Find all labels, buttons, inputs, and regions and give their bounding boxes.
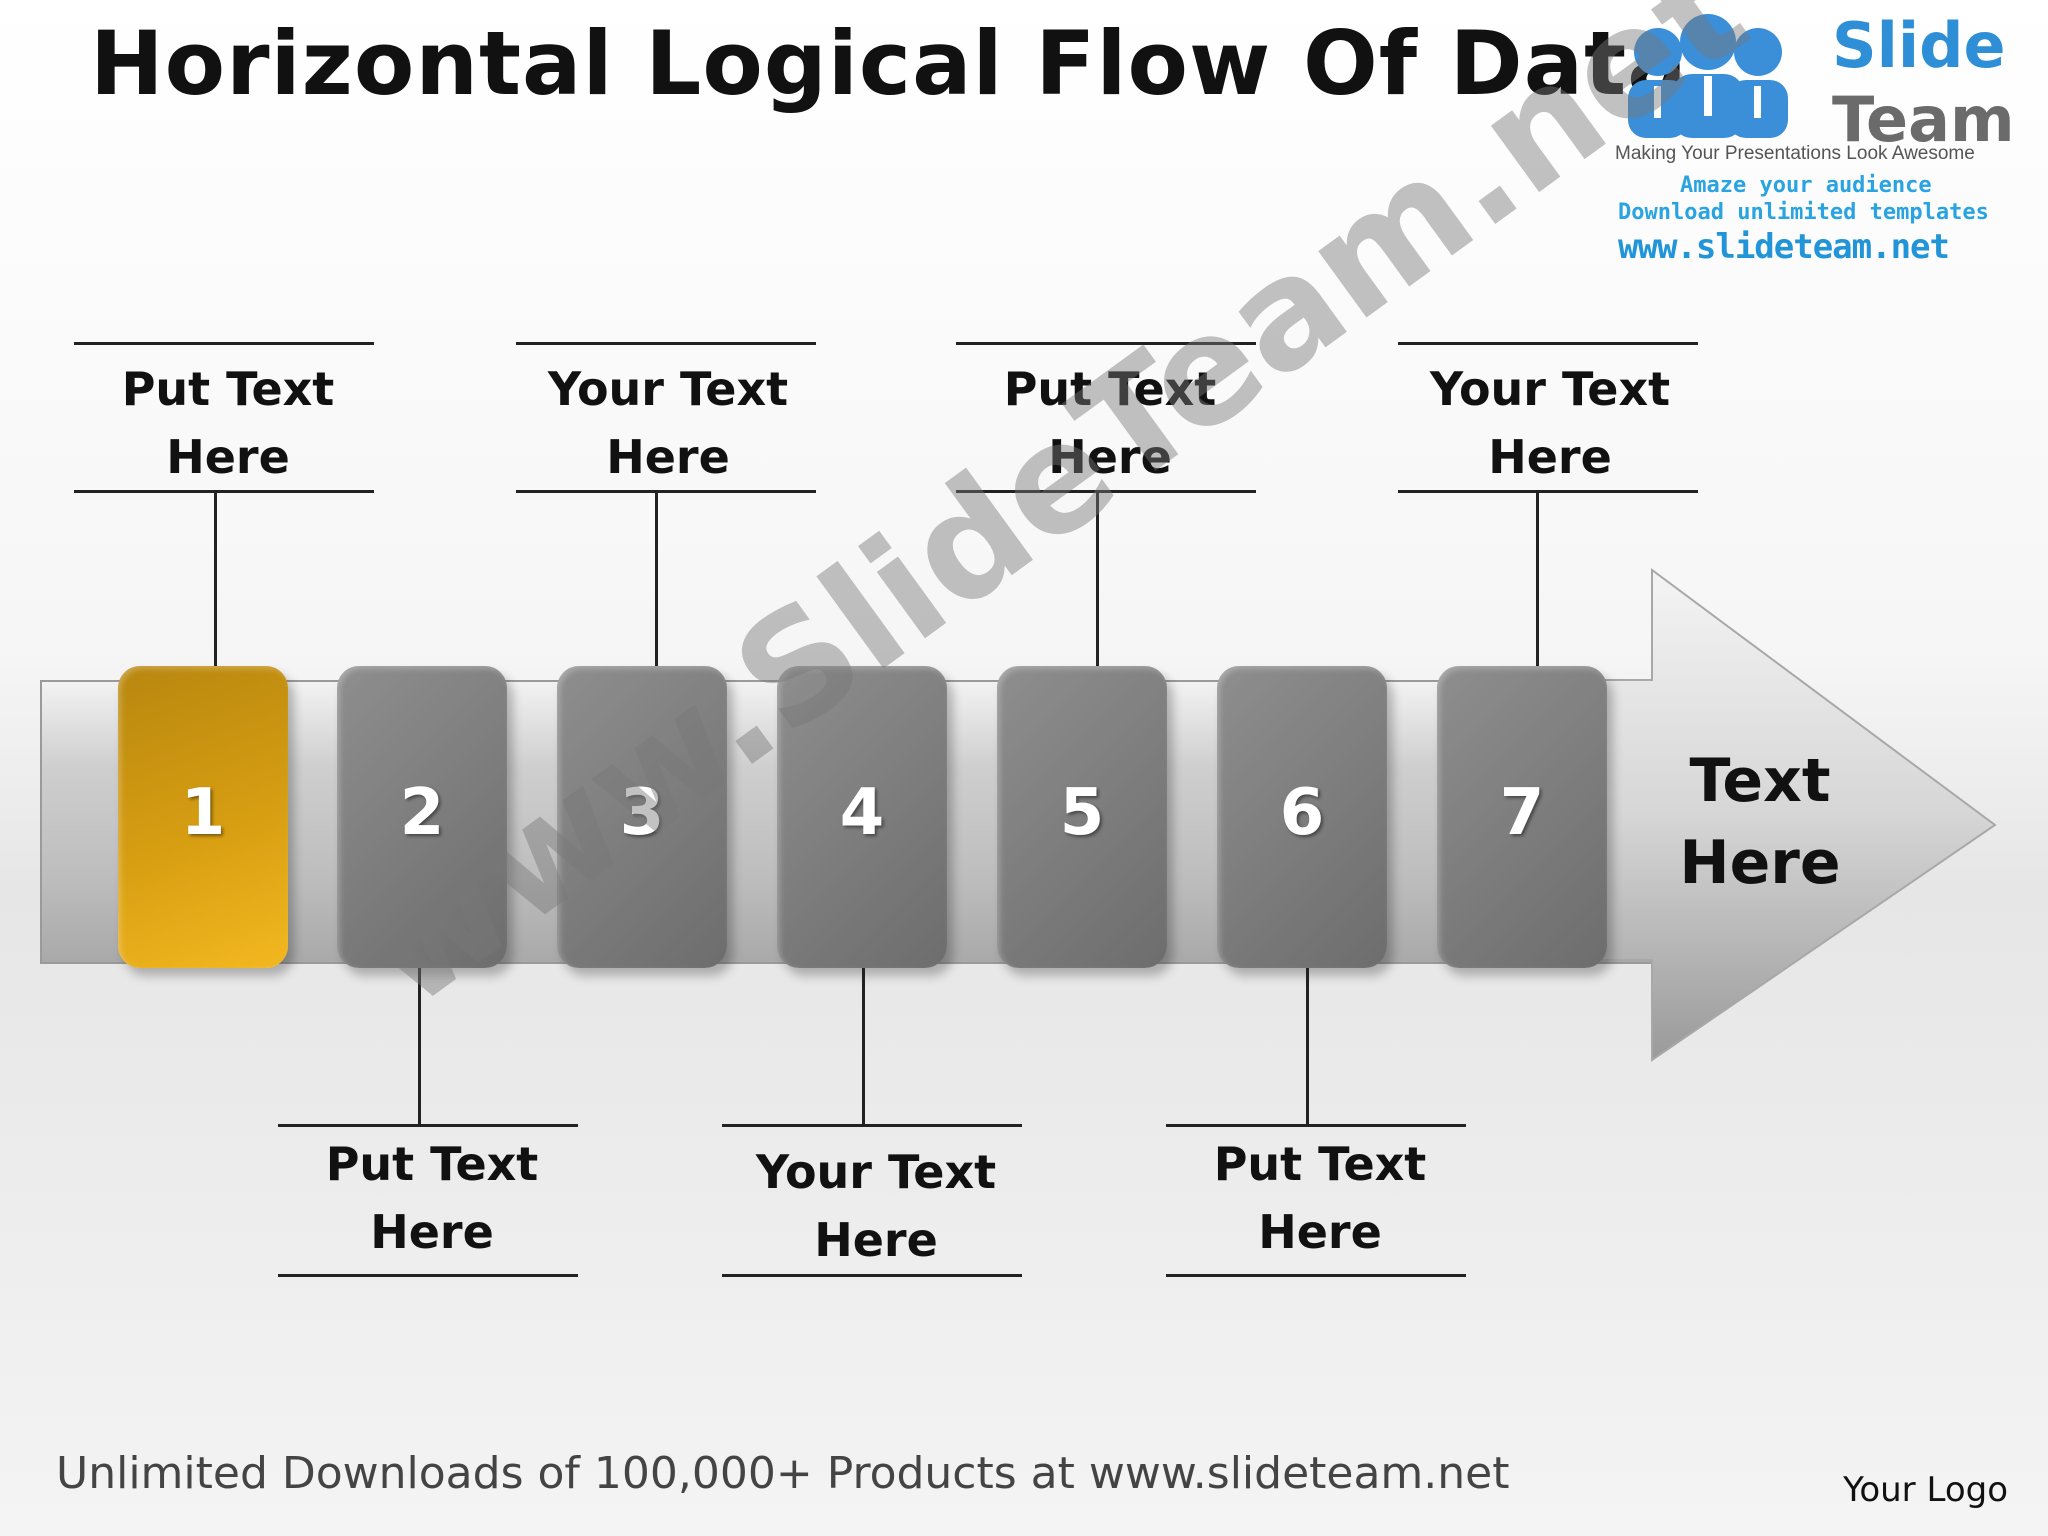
footer-text: Unlimited Downloads of 100,000+ Products…: [56, 1448, 1510, 1499]
step-number: 5: [1059, 776, 1105, 850]
arrow-label: Text Here: [1660, 740, 1860, 904]
label-line: Here: [1488, 430, 1612, 484]
top-label-4: Your Text Here: [1400, 355, 1700, 491]
step-number: 3: [619, 776, 665, 850]
brand-word-team: Team: [1832, 83, 2015, 156]
label-line: Put Text: [1213, 1137, 1427, 1191]
your-logo-placeholder: Your Logo: [1843, 1470, 2008, 1510]
step-number: 6: [1279, 776, 1325, 850]
bottom-label-3: Put Text Here: [1170, 1130, 1470, 1266]
divider-line: [278, 1274, 578, 1277]
divider-line: [74, 490, 374, 493]
step-block-2[interactable]: 2: [337, 666, 507, 968]
arrow-head-icon: [1600, 568, 1997, 1062]
label-line: Here: [1258, 1205, 1382, 1259]
people-icon: [1628, 14, 1788, 138]
divider-line: [956, 490, 1256, 493]
divider-line: [1166, 1124, 1466, 1127]
divider-line: [74, 342, 374, 345]
top-label-2: Your Text Here: [518, 355, 818, 491]
connector-line: [655, 492, 658, 666]
step-block-6[interactable]: 6: [1217, 666, 1387, 968]
brand-word-slide: Slide: [1832, 9, 2006, 82]
connector-line: [1096, 492, 1099, 666]
divider-line: [516, 490, 816, 493]
slide-title: Horizontal Logical Flow Of Data: [90, 12, 1688, 115]
divider-line: [1166, 1274, 1466, 1277]
label-line: Here: [166, 430, 290, 484]
step-number: 7: [1499, 776, 1545, 850]
connector-line: [1536, 492, 1539, 666]
connector-line: [862, 968, 865, 1126]
label-line: Here: [370, 1205, 494, 1259]
brand-line2: Download unlimited templates: [1618, 200, 1989, 225]
top-label-3: Put Text Here: [960, 355, 1260, 491]
slideteam-logo: Slide Team Making Your Presentations Loo…: [1610, 5, 2030, 267]
divider-line: [1398, 490, 1698, 493]
step-block-4[interactable]: 4: [777, 666, 947, 968]
divider-line: [1398, 342, 1698, 345]
step-number: 2: [399, 776, 445, 850]
connector-line: [214, 492, 217, 666]
bottom-label-1: Put Text Here: [282, 1130, 582, 1266]
label-line: Your Text: [1429, 362, 1671, 416]
bottom-label-2: Your Text Here: [726, 1138, 1026, 1274]
step-block-1[interactable]: 1: [118, 666, 288, 968]
connector-line: [418, 968, 421, 1126]
label-line: Put Text: [1003, 362, 1217, 416]
connector-line: [1306, 968, 1309, 1126]
label-line: Here: [814, 1213, 938, 1267]
step-number: 1: [180, 776, 226, 850]
arrow-label-line: Here: [1679, 828, 1841, 898]
divider-line: [516, 342, 816, 345]
label-line: Here: [1048, 430, 1172, 484]
brand-line1: Amaze your audience: [1680, 173, 1932, 198]
divider-line: [722, 1124, 1022, 1127]
step-block-5[interactable]: 5: [997, 666, 1167, 968]
label-line: Your Text: [755, 1145, 997, 1199]
label-line: Here: [606, 430, 730, 484]
label-line: Your Text: [547, 362, 789, 416]
divider-line: [278, 1124, 578, 1127]
arrow-label-line: Text: [1689, 746, 1831, 816]
step-block-7[interactable]: 7: [1437, 666, 1607, 968]
step-block-3[interactable]: 3: [557, 666, 727, 968]
brand-url[interactable]: www.slideteam.net: [1618, 227, 1950, 267]
step-number: 4: [839, 776, 885, 850]
top-label-1: Put Text Here: [78, 355, 378, 491]
label-line: Put Text: [121, 362, 335, 416]
divider-line: [956, 342, 1256, 345]
brand-tagline: Making Your Presentations Look Awesome: [1615, 143, 1975, 164]
divider-line: [722, 1274, 1022, 1277]
label-line: Put Text: [325, 1137, 539, 1191]
